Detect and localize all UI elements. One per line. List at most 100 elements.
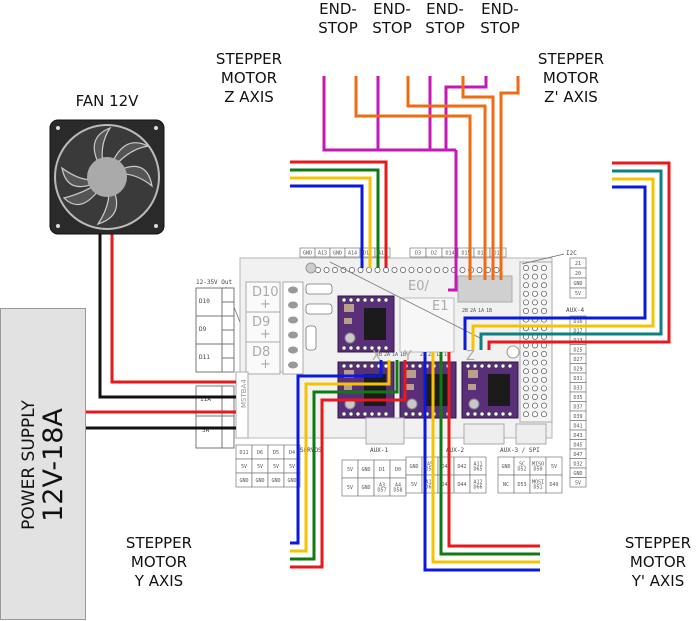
header-pin — [532, 273, 538, 280]
header-pin — [541, 402, 547, 409]
driver-x-label: X — [372, 349, 381, 364]
top-header-pin: D14 — [445, 251, 454, 257]
header-pin — [523, 265, 529, 271]
header-pin — [400, 267, 406, 273]
driver-pin-label: 1B — [486, 308, 492, 314]
driver-pin-label: 1A — [392, 352, 398, 358]
wire-fan-positive — [110, 232, 236, 384]
wire-y-red — [290, 360, 407, 569]
header-pin — [523, 299, 529, 306]
servo-pin: D4 — [289, 450, 295, 456]
transistors — [305, 283, 333, 351]
aux1-pin: 5V — [347, 467, 353, 473]
aux2-pin: D64 — [425, 485, 434, 491]
aux2-pin: A11 — [473, 462, 482, 468]
aux4-pin: D17 — [573, 328, 582, 334]
header-pin — [523, 376, 529, 383]
header-pin — [541, 368, 547, 375]
servo-pin: 5V — [273, 464, 279, 470]
wire-y-blue — [290, 360, 383, 545]
aux4-pin: D37 — [573, 404, 582, 410]
driver-pin-label: 1B — [444, 352, 450, 358]
wire-fan-negative — [98, 232, 236, 399]
aux4-pin: D33 — [573, 385, 582, 391]
header-pin — [459, 267, 466, 273]
header-pin — [391, 267, 398, 273]
psu-label: POWER SUPPLY — [19, 400, 39, 530]
wire-z2-teal — [479, 169, 663, 350]
aux2-pin: D59 — [425, 467, 434, 473]
aux1-pin: GND — [361, 485, 370, 491]
aux2-pin-cell — [469, 474, 487, 494]
servo-pin: 5V — [257, 464, 263, 470]
aux4-pin: D43 — [573, 433, 582, 439]
output-d9-label: D9 — [252, 315, 270, 330]
servo-pin: D11 — [239, 450, 248, 456]
aux2-pin: GND — [409, 464, 418, 470]
aux4-pin: D35 — [573, 395, 582, 401]
aux2-pin: D65 — [473, 467, 482, 473]
header-pin — [541, 265, 547, 271]
driver-z-label: Z — [466, 349, 475, 364]
aux1-pin: D58 — [393, 488, 402, 494]
header-pin — [541, 290, 547, 297]
header-pin — [541, 394, 547, 400]
driver-pin-label: 1A — [436, 352, 442, 358]
i2c-pin: GND — [573, 281, 582, 287]
wire-z-blue — [290, 184, 364, 268]
top-header-pin: D3 — [415, 251, 421, 257]
servo-pin: GND — [239, 478, 248, 484]
wire-z2-red — [487, 161, 671, 350]
servo-pin: GND — [271, 478, 280, 484]
wire-endstop4-ground — [499, 76, 520, 280]
aux4-pin: D39 — [573, 414, 582, 420]
aux4-pin: D31 — [573, 376, 582, 382]
aux2-pin: A5 — [427, 462, 433, 468]
header-pin — [425, 267, 432, 273]
aux2-label: AUX-2 — [446, 447, 464, 454]
header-pin — [523, 290, 529, 297]
power-output-d11: D11 — [199, 354, 210, 361]
aux3-pin: MISO — [532, 462, 544, 468]
header-pin — [523, 368, 529, 375]
driver-e0-label: E0/ — [408, 279, 429, 294]
header-pin — [523, 308, 529, 314]
power-supply: POWER SUPPLY 12V-18A — [0, 308, 86, 620]
aux3-pin: D51 — [533, 485, 542, 491]
wire-y-yellow — [290, 360, 391, 553]
header-pin — [541, 299, 547, 306]
top-header-pin-cell — [489, 247, 507, 258]
mosfet-outputs: D10 D9 D8 + + + — [245, 262, 317, 375]
driver-pin-label: 1A — [478, 308, 484, 314]
driver-e1-label: E1 — [432, 299, 449, 314]
header-pin — [532, 411, 538, 418]
wire-endstop2-ground — [406, 76, 487, 280]
header-pin — [323, 267, 330, 273]
top-header-pin: A11 — [378, 251, 387, 257]
endstop-2-label: END- STOP — [372, 0, 412, 37]
motor-z2-label: STEPPER MOTOR Z' AXIS — [537, 50, 605, 106]
driver-y-label: Y — [403, 349, 412, 364]
i2c-pin: 20 — [575, 271, 581, 277]
wire-z2-yellow — [471, 177, 655, 350]
header-pin — [541, 351, 547, 357]
top-header-pin: D2 — [431, 251, 437, 257]
aux4-label: AUX-4 — [566, 307, 584, 314]
wire-z-red — [290, 160, 388, 268]
header-pin — [357, 267, 364, 273]
top-header-pin: D19 — [493, 251, 502, 257]
driver-pin-label: 1B — [400, 352, 406, 358]
wire-y2-red — [447, 352, 540, 548]
header-pin — [523, 359, 529, 366]
aux4-pin-cell — [569, 477, 587, 488]
svg-text:+: + — [260, 297, 271, 312]
svg-text:+: + — [260, 327, 271, 342]
wire-y2-green — [439, 352, 540, 556]
wire-z2-blue — [463, 185, 647, 350]
top-header-pin: D18 — [477, 251, 486, 257]
